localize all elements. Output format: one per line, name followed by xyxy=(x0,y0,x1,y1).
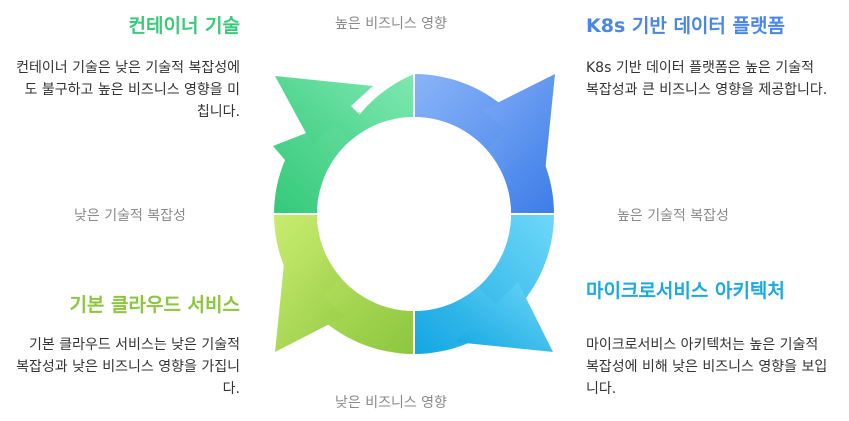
segment-bottom-right xyxy=(414,214,554,354)
segment-top-left xyxy=(273,74,414,214)
quadrant-title-bottom-right: 마이크로서비스 아키텍처 xyxy=(586,280,785,302)
quadrant-title-top-left: 컨테이너 기술 xyxy=(128,15,241,37)
quadrant-title-top-right: K8s 기반 데이터 플랫폼 xyxy=(586,15,785,37)
segment-top-right xyxy=(414,74,554,214)
axis-label-right: 높은 기술적 복잡성 xyxy=(617,208,729,224)
quadrant-desc-top-right: K8s 기반 데이터 플랫폼은 높은 기술적 복잡성과 큰 비즈니스 영향을 제… xyxy=(586,60,828,98)
quadrant-desc-top-left: 컨테이너 기술은 낮은 기술적 복잡성에도 불구하고 높은 비즈니스 영향을 미… xyxy=(16,60,240,120)
quadrant-title-bottom-left: 기본 클라우드 서비스 xyxy=(69,294,240,316)
quadrant-desc-bottom-right: 마이크로서비스 아키텍처는 높은 기술적 복잡성에 비해 낮은 비즈니스 영향을… xyxy=(586,337,828,397)
quadrant-desc-bottom-left: 기본 클라우드 서비스는 낮은 기술적 복잡성과 낮은 비즈니스 영향을 가집니… xyxy=(16,337,240,397)
segment-bottom-left xyxy=(274,214,414,354)
axis-label-bottom: 낮은 비즈니스 영향 xyxy=(335,395,447,411)
arrowhead-bottom-right xyxy=(450,278,553,352)
axis-label-top: 높은 비즈니스 영향 xyxy=(335,16,447,32)
axis-label-left: 낮은 기술적 복잡성 xyxy=(74,208,186,224)
